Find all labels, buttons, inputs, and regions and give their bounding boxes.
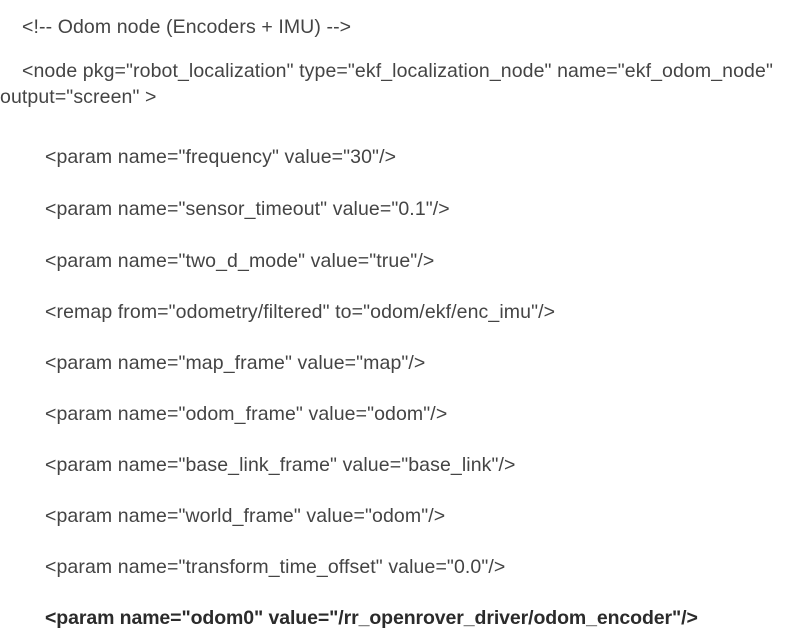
code-line: <param name="frequency" value="30"/> [45, 146, 397, 168]
code-line: <!-- Odom node (Encoders + IMU) --> [22, 16, 352, 38]
code-line: <node pkg="robot_localization" type="ekf… [0, 60, 779, 108]
code-line: <remap from="odometry/filtered" to="odom… [45, 301, 556, 323]
code-line: <param name="two_d_mode" value="true"/> [45, 250, 435, 272]
code-line: <param name="odom0" value="/rr_openrover… [45, 607, 698, 629]
code-line: <param name="transform_time_offset" valu… [45, 556, 506, 578]
code-line: <param name="sensor_timeout" value="0.1"… [45, 198, 450, 220]
code-line: <param name="map_frame" value="map"/> [45, 352, 426, 374]
code-line: <param name="base_link_frame" value="bas… [45, 454, 516, 476]
code-line: <param name="odom_frame" value="odom"/> [45, 403, 448, 425]
code-line: <param name="world_frame" value="odom"/> [45, 505, 446, 527]
